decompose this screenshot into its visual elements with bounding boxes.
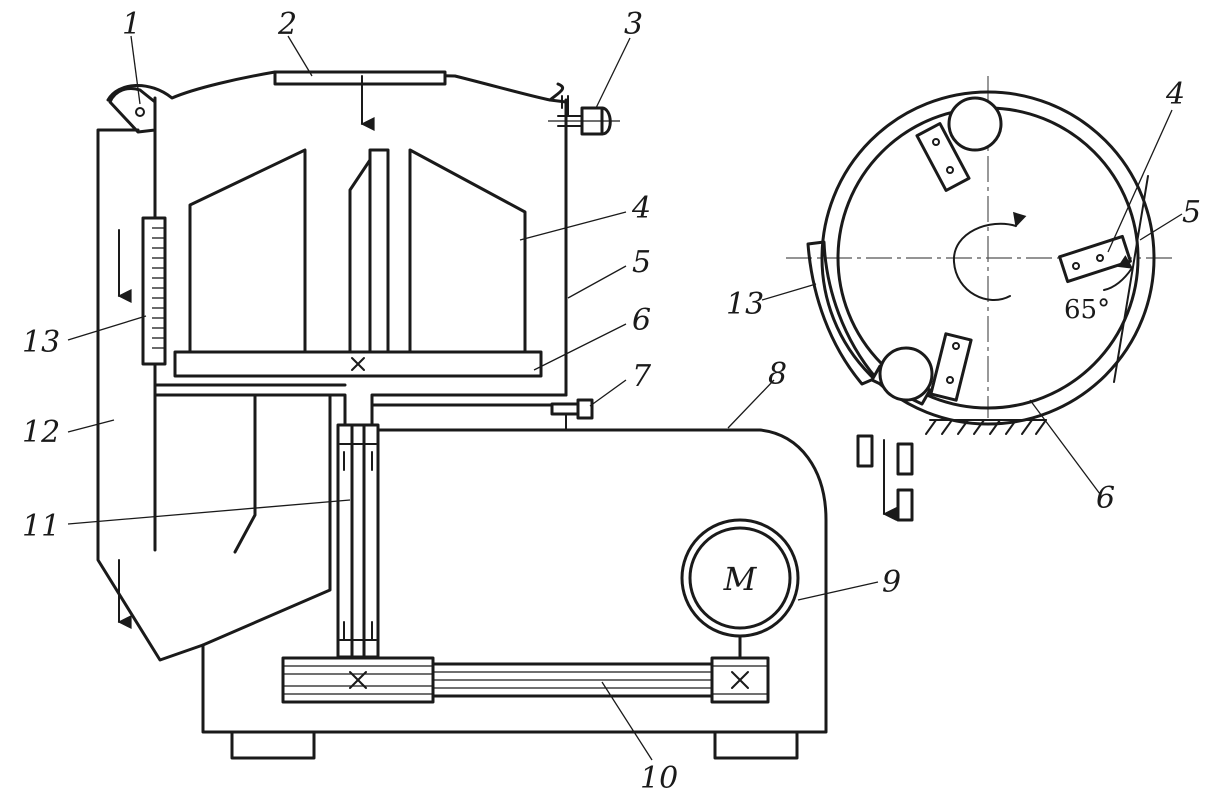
- inspection-cover: [273, 70, 447, 86]
- leader-lines: [67, 35, 879, 761]
- machine-base: [201, 428, 828, 734]
- foot-right: [713, 730, 799, 760]
- safety-switch: [548, 95, 620, 136]
- inner-chute: [233, 393, 257, 554]
- blade-bottom: [929, 332, 973, 402]
- housing-outer-ring: [820, 90, 1156, 426]
- detail-label-4: 4: [1165, 77, 1185, 112]
- label-12: 12: [22, 415, 60, 450]
- label-4: 4: [631, 191, 651, 226]
- chip-3: [896, 488, 914, 522]
- rotor-center-mark: [351, 357, 365, 371]
- label-3: 3: [624, 7, 643, 42]
- limit-switch: [550, 398, 594, 431]
- label-13: 13: [22, 325, 60, 360]
- detail-label-13: 13: [726, 287, 764, 322]
- chamber-floor-outer: [153, 383, 568, 407]
- roller-bottom: [878, 346, 934, 402]
- chip-1: [856, 434, 874, 468]
- lid-right: [548, 98, 568, 104]
- motor-symbol: M: [723, 560, 758, 598]
- foot-left: [230, 730, 316, 760]
- angle-arc: [1103, 255, 1134, 291]
- label-2: 2: [277, 7, 297, 42]
- chamber-floor: [153, 393, 568, 427]
- label-9: 9: [882, 565, 901, 600]
- hinge: [108, 87, 157, 134]
- label-5: 5: [632, 245, 651, 280]
- discharge-housing: [96, 128, 332, 662]
- detail-label-6: 6: [1096, 481, 1115, 516]
- detail-leader-lines: [761, 109, 1183, 495]
- blade-top: [915, 122, 971, 192]
- chip-2: [896, 442, 914, 476]
- blade-tangent-line: [1113, 175, 1149, 383]
- rotation-arrow: [952, 211, 1027, 301]
- ground-hatch: [925, 419, 1047, 435]
- blade-left: [188, 148, 307, 354]
- drive-shaft: [336, 423, 380, 659]
- detail-label-5: 5: [1182, 195, 1201, 230]
- sieve: [141, 216, 167, 366]
- label-11: 11: [22, 509, 60, 544]
- label-1: 1: [122, 7, 141, 42]
- label-8: 8: [768, 357, 787, 392]
- label-6: 6: [632, 303, 651, 338]
- center-blade: [348, 148, 390, 354]
- belt-drive: [281, 656, 770, 704]
- blade-right: [408, 148, 527, 354]
- top-view: 65° 4 5 13 6: [726, 76, 1201, 522]
- sieve-arc: [806, 240, 878, 386]
- roller-top: [947, 96, 1003, 152]
- motor: M: [680, 518, 800, 660]
- label-7: 7: [632, 359, 652, 394]
- angle-label: 65°: [1064, 295, 1110, 325]
- side-view: M: [22, 7, 901, 796]
- label-10: 10: [640, 761, 678, 796]
- blade-right: [1058, 234, 1132, 284]
